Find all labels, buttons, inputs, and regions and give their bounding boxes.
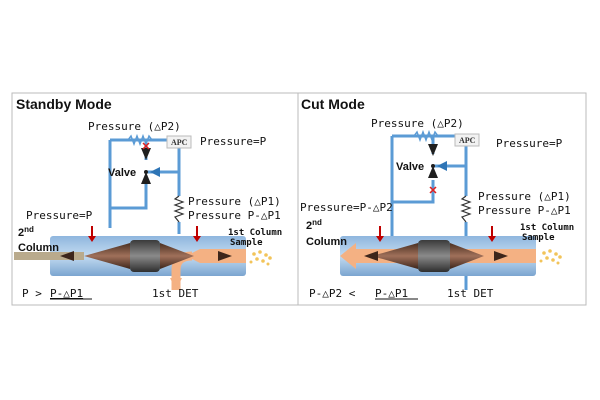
standby-panel: Standby Mode Valve APC	[11, 92, 299, 306]
standby-valve-down-line	[110, 182, 148, 210]
cut-valve-label: Valve	[396, 161, 424, 173]
cut-pressure-p-top: Pressure=P	[496, 137, 563, 150]
cut-apc-label: APC	[459, 136, 476, 145]
standby-flow-in	[186, 249, 246, 263]
standby-pressure-p1: Pressure (△P1)	[188, 195, 281, 208]
standby-block-cross-icon	[142, 142, 150, 150]
cut-second-label: 2nd	[306, 218, 322, 232]
standby-pressure-p-top: Pressure=P	[200, 135, 267, 148]
cut-pressure-p2: Pressure (△P2)	[371, 117, 464, 130]
cut-title: Cut Mode	[301, 96, 365, 112]
standby-center-block	[130, 240, 160, 272]
cut-restrictor-top	[413, 129, 439, 143]
standby-title: Standby Mode	[16, 96, 112, 112]
cut-restrictor-right	[460, 195, 472, 223]
standby-restrictor-right	[173, 195, 185, 223]
standby-sample-dots	[249, 250, 272, 266]
cut-condition-left: P-△P2 <	[309, 287, 356, 300]
cut-center-block	[418, 240, 450, 272]
cut-condition-right: P-△P1	[375, 287, 408, 300]
cut-block-cross-icon	[429, 186, 437, 194]
cut-panel: Cut Mode Valve APC Pressure	[297, 92, 587, 306]
standby-red-arrow-right-icon	[193, 226, 201, 242]
standby-left-nub	[60, 251, 74, 261]
standby-apc-box	[166, 135, 192, 149]
cut-pressure-p-minus-p1: Pressure P-△P1	[478, 204, 571, 217]
standby-first-col-line2: Sample	[230, 238, 263, 248]
standby-second-column	[14, 252, 84, 260]
standby-first-col-line1: 1st Column	[228, 228, 282, 238]
cut-right-cone	[450, 243, 484, 269]
cut-apc-box	[454, 133, 480, 147]
standby-flow-det-arrowhead	[170, 278, 182, 290]
standby-pressure-p2: Pressure (△P2)	[88, 120, 181, 133]
standby-condition-right: P-△P1	[50, 287, 83, 300]
standby-column-label: Column	[18, 242, 59, 254]
cut-sample-dots	[539, 249, 562, 265]
cut-valve-arrow-up-icon	[428, 144, 438, 156]
cut-valve-arrow-down-icon	[428, 166, 438, 178]
standby-pressure-p-minus-p1: Pressure P-△P1	[188, 209, 281, 222]
cut-det-label: 1st DET	[447, 287, 494, 300]
cut-left-cone	[372, 243, 418, 269]
standby-right-cone	[160, 243, 194, 269]
cut-valve: Valve	[396, 144, 447, 194]
standby-condition-left: P >	[22, 287, 42, 300]
standby-pressure-p-left: Pressure=P	[26, 209, 93, 222]
standby-red-arrow-left-icon	[88, 226, 96, 242]
standby-valve-arrow-down-icon	[141, 172, 151, 184]
cut-valve-down-line	[392, 180, 435, 204]
standby-valve: Valve	[108, 142, 160, 184]
cut-left-nub	[364, 251, 378, 261]
standby-valve-label: Valve	[108, 167, 136, 179]
cut-right-nub	[494, 251, 508, 261]
standby-restrictor-top	[127, 133, 153, 147]
standby-det-label: 1st DET	[152, 287, 199, 300]
cut-valve-arrow-right-icon	[437, 161, 447, 171]
cut-first-col-line1: 1st Column	[520, 223, 574, 233]
cut-pressure-p-minus-p2: Pressure=P-△P2	[300, 201, 393, 214]
standby-apc-label: APC	[171, 138, 188, 147]
standby-valve-arrow-right-icon	[150, 167, 160, 177]
standby-left-cone	[84, 243, 130, 269]
cut-red-arrow-left-icon	[376, 226, 384, 242]
cut-column-label: Column	[306, 236, 347, 248]
standby-second-label: 2nd	[18, 225, 34, 239]
standby-right-nub	[218, 251, 232, 261]
cut-first-col-line2: Sample	[522, 233, 555, 243]
cut-pressure-p1: Pressure (△P1)	[478, 190, 571, 203]
standby-valve-arrow-up-icon	[141, 148, 151, 160]
cut-red-arrow-right-icon	[488, 226, 496, 242]
